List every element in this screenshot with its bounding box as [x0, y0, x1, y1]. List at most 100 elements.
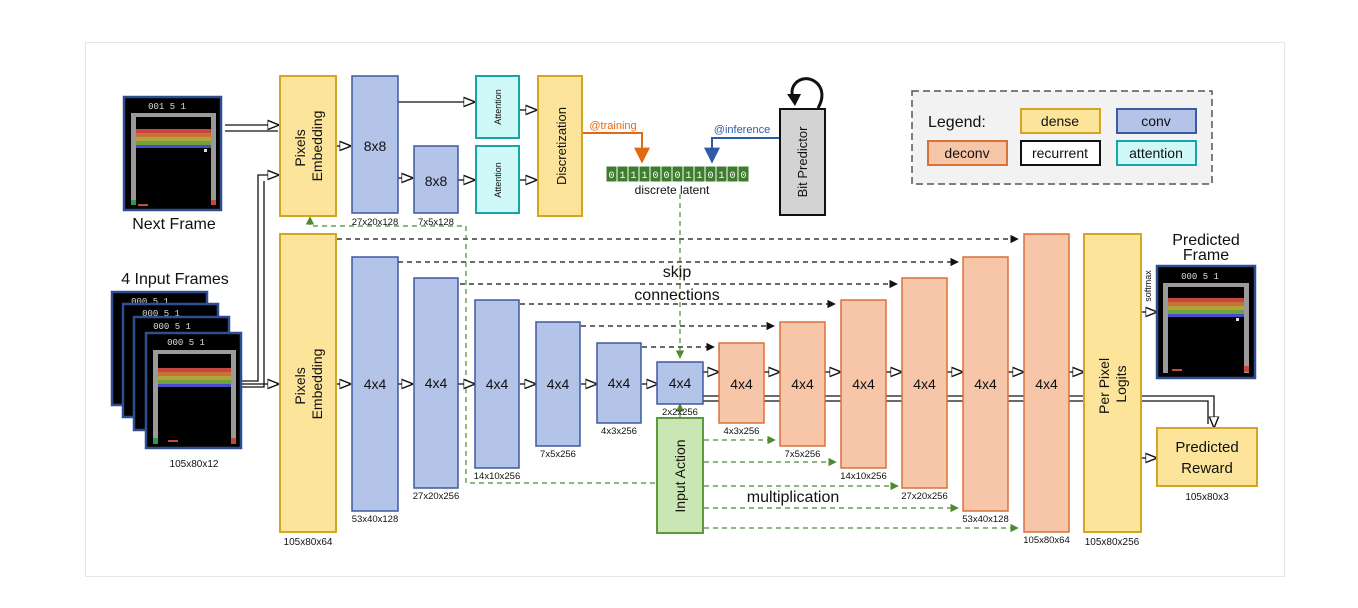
skip-connections: [337, 234, 1019, 352]
svg-text:000 5 1: 000 5 1: [167, 338, 205, 348]
svg-text:conv: conv: [1141, 113, 1171, 129]
predicted-reward-size: 105x80x3: [1185, 492, 1229, 503]
next-frame-label: Next Frame: [132, 216, 216, 233]
encoder-kernel-label: 4x4: [608, 375, 631, 391]
decoder-size-label: 27x20x256: [901, 491, 947, 502]
input-frame: 000 5 1: [144, 331, 243, 450]
attention-block-bottom: Attention: [475, 145, 520, 214]
legend-item-dense: dense: [1020, 108, 1101, 134]
svg-text:0: 0: [740, 171, 746, 182]
latent-bit: 1: [638, 165, 651, 183]
decoder-kernel-label: 4x4: [730, 376, 753, 392]
next-frame-score: 001 5 1: [148, 102, 186, 112]
latent-bit: 0: [737, 165, 750, 183]
decoder-kernel-label: 4x4: [913, 376, 936, 392]
svg-text:0: 0: [729, 171, 735, 182]
svg-text:Pixels Embedding: Pixels Embedding: [292, 349, 325, 420]
encoder-block: 4x4 7x5x256: [535, 321, 581, 460]
latent-bit: 0: [660, 165, 673, 183]
encoder-size-label: 53x40x128: [352, 514, 398, 525]
skip-label-line1: skip: [663, 264, 692, 281]
action-line: [305, 216, 655, 484]
decoder-kernel-label: 4x4: [852, 376, 875, 392]
svg-text:1: 1: [685, 171, 691, 182]
latent-bit: 0: [704, 165, 717, 183]
encoder-block: 4x4 14x10x256: [474, 299, 520, 482]
discretization-block: Discretization: [537, 75, 583, 217]
pe-top-line: Embedding: [309, 111, 325, 182]
svg-text:1: 1: [696, 171, 702, 182]
pe-bottom-line: Embedding: [309, 349, 325, 420]
discrete-latent-label: discrete latent: [635, 183, 710, 197]
bit-predictor: Bit Predictor: [779, 77, 826, 216]
input-frames-stack: 000 5 1 000 5 1 000 5 1 000 5 1: [110, 290, 243, 450]
encoder-size-label: 7x5x256: [540, 449, 576, 460]
encoder-size-label: 2x2x256: [662, 407, 698, 418]
svg-text:Per Pixel Logits: Per Pixel Logits: [1096, 354, 1129, 414]
pe-bottom-line: Pixels: [292, 367, 308, 404]
recurrent-loop-arrowhead: [787, 94, 801, 106]
conv-8x8-a-label: 8x8: [364, 138, 387, 154]
encoder-kernel-label: 4x4: [486, 376, 509, 392]
svg-text:000 5 1: 000 5 1: [1181, 272, 1219, 282]
legend-item-recurrent: recurrent: [1020, 140, 1101, 166]
svg-text:1: 1: [619, 171, 625, 182]
svg-text:Predicted: Predicted: [1175, 439, 1238, 456]
training-arrow: [583, 132, 650, 164]
pe-top-line: Pixels: [292, 129, 308, 166]
input-frames-size: 105x80x12: [170, 459, 219, 470]
encoder-kernel-label: 4x4: [364, 376, 387, 392]
svg-text:deconv: deconv: [944, 145, 989, 161]
predicted-frame-image: 000 5 1: [1155, 264, 1257, 380]
latent-bit: 0: [649, 165, 662, 183]
svg-text:Reward: Reward: [1181, 460, 1233, 477]
per-pixel-size: 105x80x256: [1085, 537, 1140, 548]
decoder-block: 4x4 53x40x128: [962, 256, 1009, 525]
multiplication-label: multiplication: [747, 489, 839, 506]
latent-bit: 1: [682, 165, 695, 183]
decoder-kernel-label: 4x4: [1035, 376, 1058, 392]
latent-bit: 0: [671, 165, 684, 183]
svg-text:0: 0: [608, 171, 614, 182]
decoder-stack: 4x44x3x2564x47x5x2564x414x10x2564x427x20…: [718, 233, 1070, 546]
encoder-size-label: 27x20x256: [413, 491, 459, 502]
pixels-embedding-top-label: Pixels Embedding: [292, 111, 325, 182]
decoder-size-label: 53x40x128: [962, 514, 1008, 525]
legend-title: Legend:: [928, 114, 986, 131]
ppl-line: Per Pixel: [1096, 358, 1112, 414]
svg-text:000 5 1: 000 5 1: [153, 322, 191, 332]
input-frames-label: 4 Input Frames: [121, 271, 229, 288]
ppl-line: Logits: [1113, 365, 1129, 402]
encoder-block: 4x4 27x20x256: [413, 277, 459, 502]
latent-bit: 0: [605, 165, 618, 183]
encoder-block: 4x4 53x40x128: [351, 256, 399, 525]
encoder-kernel-label: 4x4: [425, 375, 448, 391]
legend-item-conv: conv: [1116, 108, 1197, 134]
encoder-stack: 4x4 53x40x128 4x4 27x20x256 4x4 14x10x256 4x4 7…: [351, 256, 704, 525]
encoder-kernel-label: 4x4: [547, 376, 570, 392]
svg-text:Attention: Attention: [493, 162, 503, 198]
next-frame-image: 001 5 1: [122, 95, 223, 212]
flow-arrow: [240, 175, 278, 382]
inference-arrow: [704, 137, 780, 164]
svg-text:0: 0: [707, 171, 713, 182]
decoder-kernel-label: 4x4: [974, 376, 997, 392]
inference-label: @inference: [714, 124, 770, 136]
pixels-embedding-bottom: Pixels Embedding: [279, 233, 337, 533]
svg-text:Attention: Attention: [493, 89, 503, 125]
decoder-size-label: 4x3x256: [724, 426, 760, 437]
svg-text:0: 0: [674, 171, 680, 182]
latent-bit: 1: [715, 165, 728, 183]
recurrent-loop-icon: [790, 77, 824, 109]
legend-item-attention: attention: [1116, 140, 1197, 166]
encoder-size-label: 14x10x256: [474, 471, 520, 482]
predicted-frame-label-1: Predicted: [1172, 232, 1240, 249]
predicted-frame-label-2: Frame: [1183, 247, 1229, 264]
latent-bit: 1: [693, 165, 706, 183]
